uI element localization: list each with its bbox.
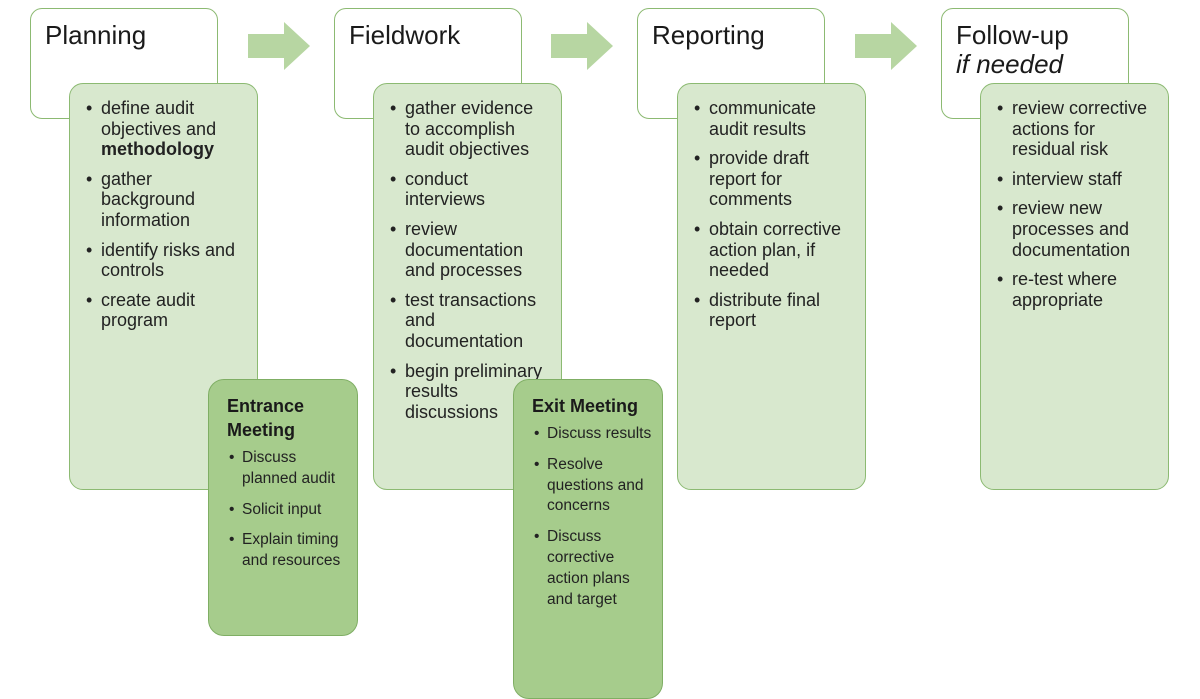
list-item: Discuss results bbox=[532, 424, 654, 445]
list-item: communicate audit results bbox=[692, 98, 855, 139]
list-item: Resolve questions and concerns bbox=[532, 455, 654, 517]
arrow-right-icon bbox=[248, 22, 310, 70]
follow-up-details-box: review corrective actions for residual r… bbox=[980, 83, 1169, 490]
exit-meeting-title: Exit Meeting bbox=[532, 396, 639, 416]
list-item: obtain corrective action plan, if needed bbox=[692, 219, 855, 281]
list-item: Discuss corrective action plans and targ… bbox=[532, 527, 654, 610]
fieldwork-title: Fieldwork bbox=[349, 20, 461, 50]
reporting-title: Reporting bbox=[652, 20, 765, 50]
list-item: Discuss planned audit bbox=[227, 448, 349, 490]
list-item: gather evidence to accomplish audit obje… bbox=[388, 98, 551, 160]
follow-up-title: Follow-up bbox=[956, 20, 1069, 50]
audit-process-diagram: Planning Fieldwork Reporting Follow-up i… bbox=[0, 0, 1200, 675]
list-item: review documentation and processes bbox=[388, 219, 551, 281]
arrow-right-icon bbox=[551, 22, 613, 70]
list-item: provide draft report for comments bbox=[692, 148, 855, 210]
list-item: test transactions and documentation bbox=[388, 290, 551, 352]
list-item: re-test where appropriate bbox=[995, 269, 1158, 310]
entrance-meeting-box: Entrance Meeting Discuss planned audit S… bbox=[208, 379, 358, 636]
planning-title: Planning bbox=[45, 20, 147, 50]
list-item: gather background information bbox=[84, 169, 247, 231]
entrance-meeting-title: Entrance Meeting bbox=[227, 396, 305, 440]
list-item: identify risks and controls bbox=[84, 240, 247, 281]
list-item: define audit objectives and methodology bbox=[84, 98, 247, 160]
list-item: conduct interviews bbox=[388, 169, 551, 210]
list-item: interview staff bbox=[995, 169, 1158, 190]
list-item: begin preliminary results discussions bbox=[388, 361, 551, 423]
reporting-details-box: communicate audit results provide draft … bbox=[677, 83, 866, 490]
list-item: create audit program bbox=[84, 290, 247, 331]
list-item: review new processes and documentation bbox=[995, 198, 1158, 260]
list-item: distribute final report bbox=[692, 290, 855, 331]
list-item: Solicit input bbox=[227, 500, 349, 521]
list-item: review corrective actions for residual r… bbox=[995, 98, 1158, 160]
planning-details-box: define audit objectives and methodology … bbox=[69, 83, 258, 490]
exit-meeting-box: Exit Meeting Discuss results Resolve que… bbox=[513, 379, 663, 699]
list-item: Explain timing and resources bbox=[227, 530, 349, 572]
follow-up-subtitle: if needed bbox=[956, 49, 1063, 79]
arrow-right-icon bbox=[855, 22, 917, 70]
